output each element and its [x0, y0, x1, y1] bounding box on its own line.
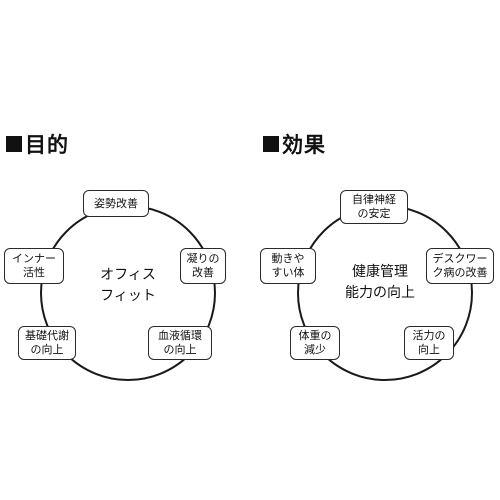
- node-autonomic-stability: 自律神経 の安定: [340, 190, 408, 224]
- node-posture-improvement: 姿勢改善: [83, 190, 149, 217]
- node-deskwork-illness: デスクワー ク病の改善: [426, 248, 494, 284]
- effects-center-label: 健康管理 能力の向上: [345, 264, 415, 301]
- effects-heading: 効果: [263, 131, 326, 157]
- purpose-center-label: オフィス フィット: [100, 267, 156, 304]
- node-easy-mobility: 動きや すい体: [260, 248, 316, 284]
- purpose-heading: 目的: [6, 131, 69, 157]
- node-stiffness-improvement: 凝りの 改善: [180, 248, 226, 284]
- node-blood-circulation: 血液循環 の向上: [148, 326, 212, 360]
- node-vitality-improvement: 活力の 向上: [404, 326, 454, 360]
- square-bullet-icon: [263, 136, 279, 152]
- node-weight-loss: 体重の 減少: [290, 326, 340, 360]
- square-bullet-icon: [6, 136, 22, 152]
- effects-heading-text: 効果: [282, 133, 326, 157]
- node-inner-activation: インナー 活性: [4, 248, 64, 284]
- purpose-heading-text: 目的: [25, 133, 69, 157]
- node-basal-metabolism: 基礎代謝 の向上: [18, 326, 76, 360]
